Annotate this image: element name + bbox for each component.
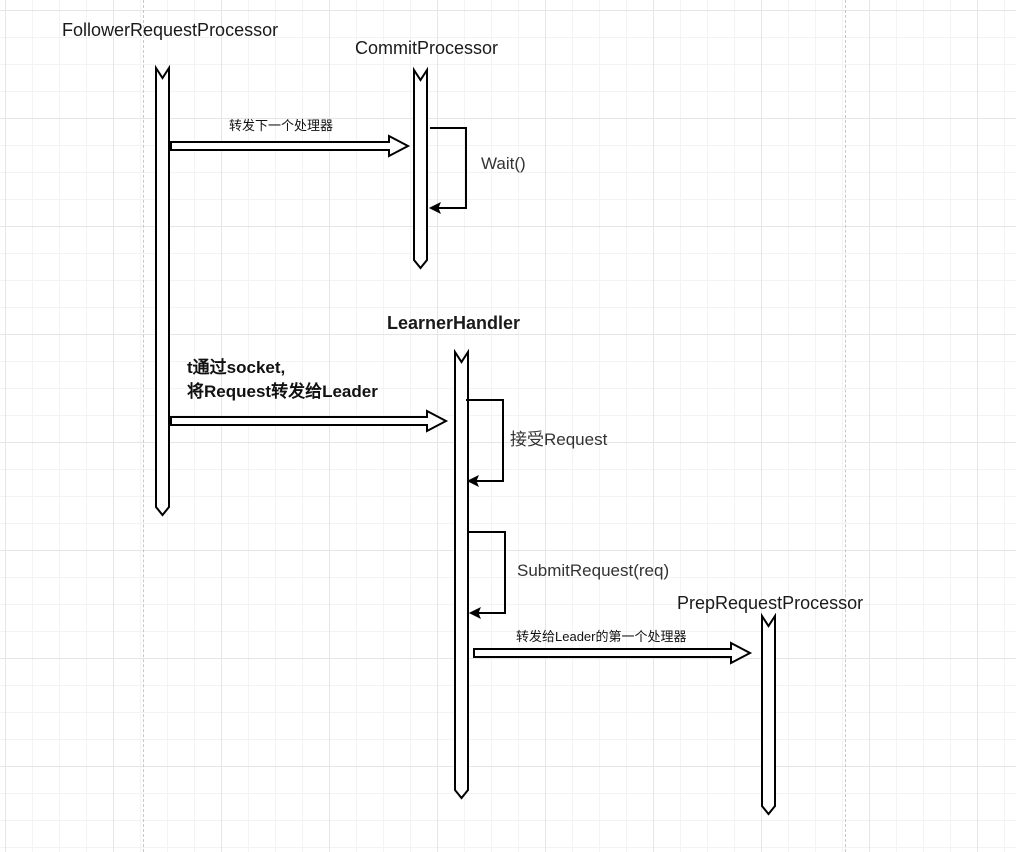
self-call-accept-request[interactable] [466, 399, 504, 488]
lifeline-follower[interactable] [155, 64, 170, 517]
message-arrow-follower-to-commit[interactable] [170, 134, 411, 158]
lifeline-learner[interactable] [454, 348, 469, 800]
participant-title-prep: PrepRequestProcessor [677, 593, 864, 613]
self-call-label-accept-request: 接受Request [510, 430, 608, 449]
self-call-submit-request[interactable] [468, 531, 506, 620]
participant-title-learner: LearnerHandler [387, 313, 521, 333]
participant-title-follower: FollowerRequestProcessor [62, 20, 279, 40]
message-arrow-follower-to-learner[interactable] [170, 409, 449, 433]
participant-title-commit: CommitProcessor [355, 38, 499, 58]
message-label-socket-line1: t通过socket, [187, 358, 286, 377]
self-call-wait[interactable] [428, 127, 467, 215]
lifeline-prep[interactable] [761, 612, 776, 816]
self-call-arrowhead [466, 474, 479, 488]
self-call-label-wait: Wait() [481, 154, 526, 173]
message-label-socket-line2: 将Request转发给Leader [187, 382, 378, 401]
page-break-line-right [845, 0, 846, 852]
message-arrow-learner-to-prep[interactable] [473, 641, 753, 665]
self-call-label-submit-request: SubmitRequest(req) [517, 561, 670, 580]
self-call-arrowhead [468, 606, 481, 620]
message-label-forward-leader: 转发给Leader的第一个处理器 [516, 629, 687, 644]
message-label-forward-next: 转发下一个处理器 [229, 118, 334, 133]
page-break-line-left [143, 0, 144, 852]
lifeline-commit[interactable] [413, 66, 428, 270]
self-call-arrowhead [428, 201, 441, 215]
